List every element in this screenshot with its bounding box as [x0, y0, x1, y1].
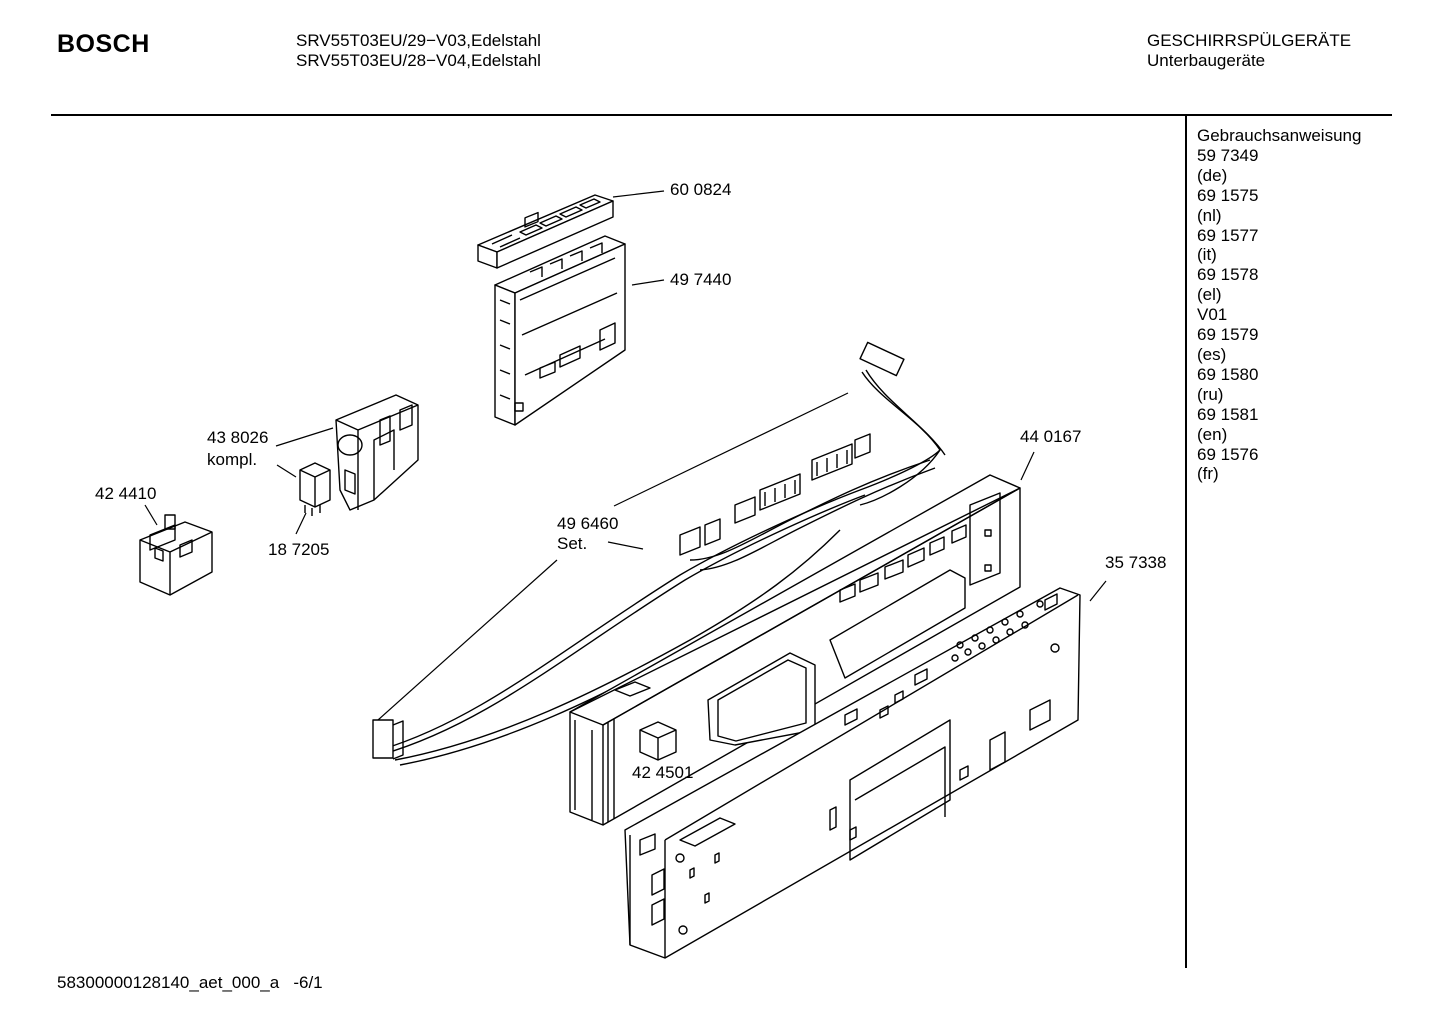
- callout-600824: 60 0824: [670, 180, 732, 199]
- callout-424410: 42 4410: [95, 484, 157, 503]
- callout-438026-kompl: kompl.: [207, 450, 258, 469]
- manual-list-item: V01: [1197, 305, 1228, 325]
- part-relay-block: [139, 514, 213, 596]
- manual-list-item: 69 1575: [1197, 185, 1259, 205]
- manual-list-item: (es): [1197, 344, 1227, 364]
- callout-440167: 44 0167: [1020, 427, 1082, 446]
- manual-list-item: 69 1578: [1197, 265, 1259, 285]
- header-divider: [51, 114, 1392, 116]
- manual-list-item: Gebrauchsanweisung: [1197, 126, 1362, 145]
- category-title: GESCHIRRSPÜLGERÄTE: [1147, 31, 1352, 50]
- callout-438026: 43 8026: [207, 428, 269, 447]
- callout-187205: 18 7205: [268, 540, 330, 559]
- sidebar-divider: [1185, 116, 1187, 968]
- manual-list-item: (fr): [1197, 464, 1219, 484]
- manual-list-item: (en): [1197, 424, 1228, 444]
- part-front-fascia: [569, 474, 1021, 826]
- callout-496460: 49 6460: [557, 514, 619, 533]
- manual-list-item: 59 7349: [1197, 145, 1259, 165]
- model-line-1: SRV55T03EU/29−V03,Edelstahl: [296, 31, 541, 50]
- model-line-2: SRV55T03EU/28−V04,Edelstahl: [296, 51, 541, 70]
- callout-496460-set: Set.: [557, 534, 588, 553]
- manual-list-item: (it): [1197, 245, 1217, 265]
- manual-list-item: 69 1576: [1197, 444, 1259, 464]
- part-valve-assembly: [335, 394, 419, 511]
- manual-list-item: 69 1581: [1197, 404, 1259, 424]
- brand-logo: BOSCH: [57, 30, 150, 58]
- manual-list-item: (ru): [1197, 384, 1224, 404]
- callout-357338: 35 7338: [1105, 553, 1167, 572]
- manual-list-item: (de): [1197, 165, 1228, 185]
- part-button-strip: [477, 194, 614, 269]
- subcategory-title: Unterbaugeräte: [1147, 51, 1266, 70]
- manual-list: Gebrauchsanweisung 59 7349 (de) 69 1575 …: [1197, 126, 1361, 484]
- part-small-relay: [299, 462, 331, 516]
- manual-list-item: 69 1579: [1197, 325, 1259, 345]
- part-wiring-harness: [372, 341, 946, 766]
- manual-list-item: 69 1580: [1197, 364, 1259, 384]
- manual-list-item: (el): [1197, 285, 1222, 305]
- manual-list-item: 69 1577: [1197, 225, 1259, 245]
- callout-424501: 42 4501: [632, 763, 694, 782]
- leader-lines: [144, 190, 1107, 721]
- part-control-module: [494, 235, 626, 426]
- part-small-block: [639, 721, 677, 761]
- manual-list-item: (nl): [1197, 205, 1222, 225]
- part-rear-panel: [624, 587, 1081, 959]
- callout-497440: 49 7440: [670, 270, 732, 289]
- footer-doc-id: 58300000128140_aet_000_a -6/1: [57, 973, 323, 992]
